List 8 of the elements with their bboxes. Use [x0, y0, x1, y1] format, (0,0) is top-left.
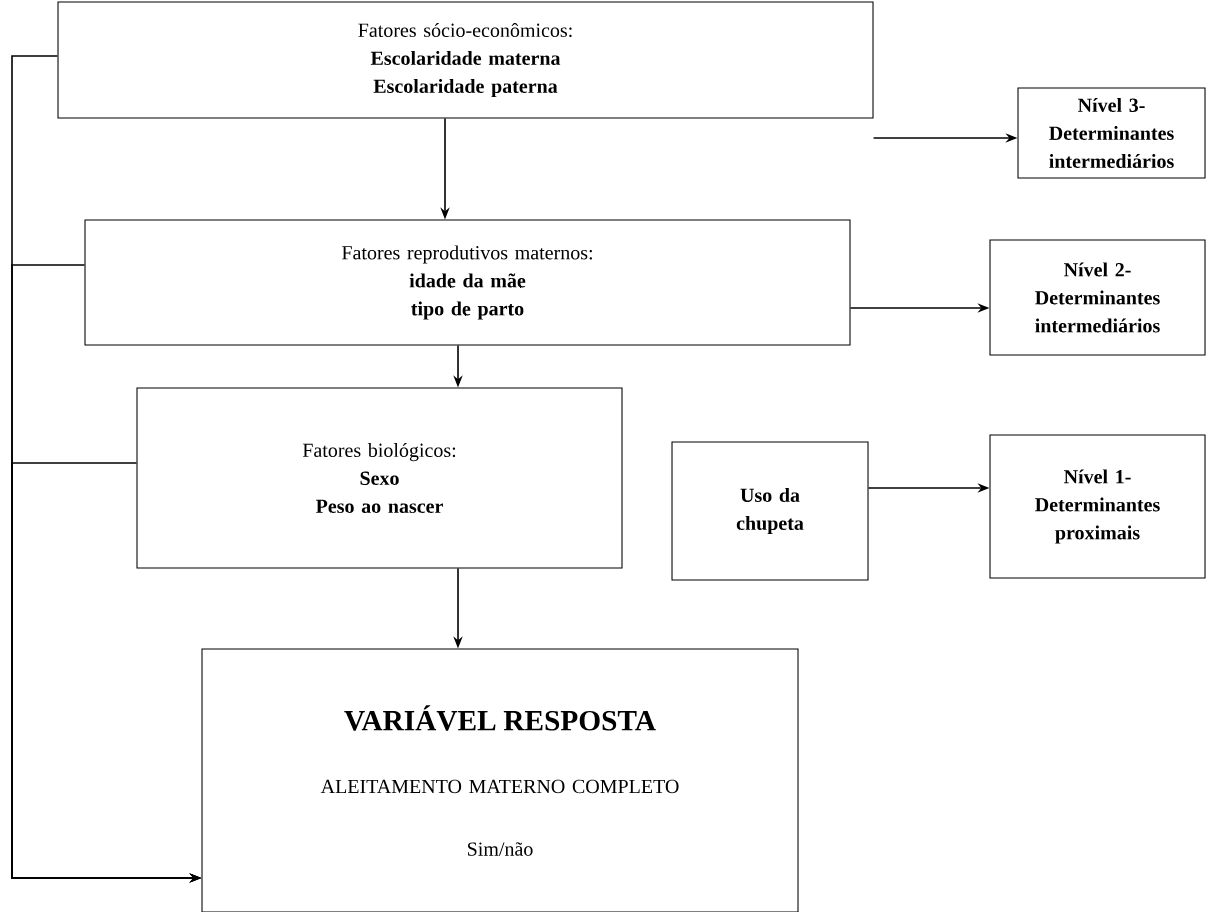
level-box: Nível 3- Determinantes intermediários — [1017, 87, 1206, 179]
level-box: Nível 1- Determinantes proximais — [989, 434, 1206, 579]
factor-box: Fatores biológicos: Sexo Peso ao nascer — [136, 387, 623, 569]
factor-box: Uso da chupeta — [671, 441, 869, 581]
factor-box: Fatores sócio-econômicos: Escolaridade materna Escolaridade paterna — [57, 1, 874, 119]
factor-box: Fatores reprodutivos maternos: idade da mãe tipo de parto — [84, 219, 851, 346]
outcome-box: VARIÁVEL RESPOSTA ALEITAMENTO MATERNO COMPLETO Sim/não — [201, 648, 799, 912]
level-box: Nível 2- Determinantes intermediários — [989, 239, 1206, 356]
